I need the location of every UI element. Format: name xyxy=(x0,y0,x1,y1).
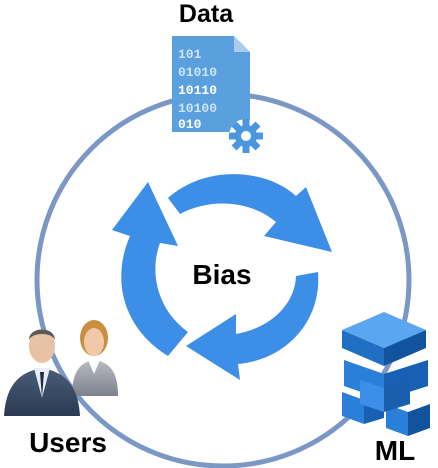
gear-icon xyxy=(229,119,263,153)
bits-row-3: 10110 xyxy=(178,83,217,98)
ml-label: ML xyxy=(375,435,415,466)
arrow-top xyxy=(168,174,332,252)
data-label: Data xyxy=(179,0,234,28)
bits-row-2: 01010 xyxy=(178,65,217,80)
stacked-cubes-icon xyxy=(342,312,430,436)
bias-label: Bias xyxy=(192,259,251,290)
binary-document-gear-icon: 101 01010 10110 10100 010 xyxy=(172,36,263,153)
users-icon xyxy=(4,320,118,416)
users-label: Users xyxy=(29,427,107,458)
arrow-left xyxy=(112,182,188,356)
bits-row-5: 010 xyxy=(178,117,202,132)
bits-row-1: 101 xyxy=(178,47,202,62)
bits-row-4: 10100 xyxy=(178,101,217,116)
arrow-bottom xyxy=(186,272,319,380)
cycle-arrows xyxy=(112,174,332,380)
